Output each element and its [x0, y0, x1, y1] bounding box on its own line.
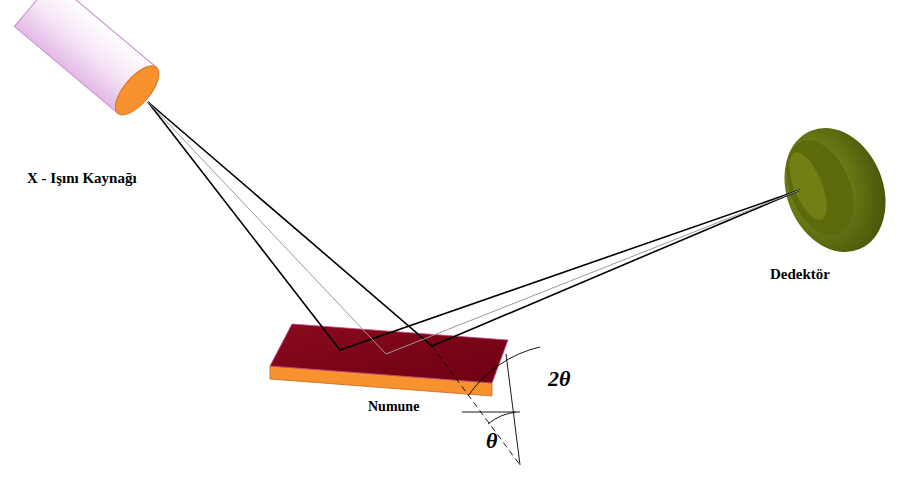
detector: [767, 113, 898, 268]
xray-source: [14, 0, 166, 122]
angle-marks: [432, 346, 540, 465]
detector-label: Dedektör: [770, 266, 830, 283]
xray-paths: [148, 102, 800, 354]
sample: [270, 324, 508, 396]
sample-label: Numune: [368, 399, 419, 415]
angle-label: 2θ: [548, 366, 570, 392]
source-label: X - Işını Kaynağı: [27, 170, 137, 187]
angle-label: θ: [486, 428, 497, 454]
